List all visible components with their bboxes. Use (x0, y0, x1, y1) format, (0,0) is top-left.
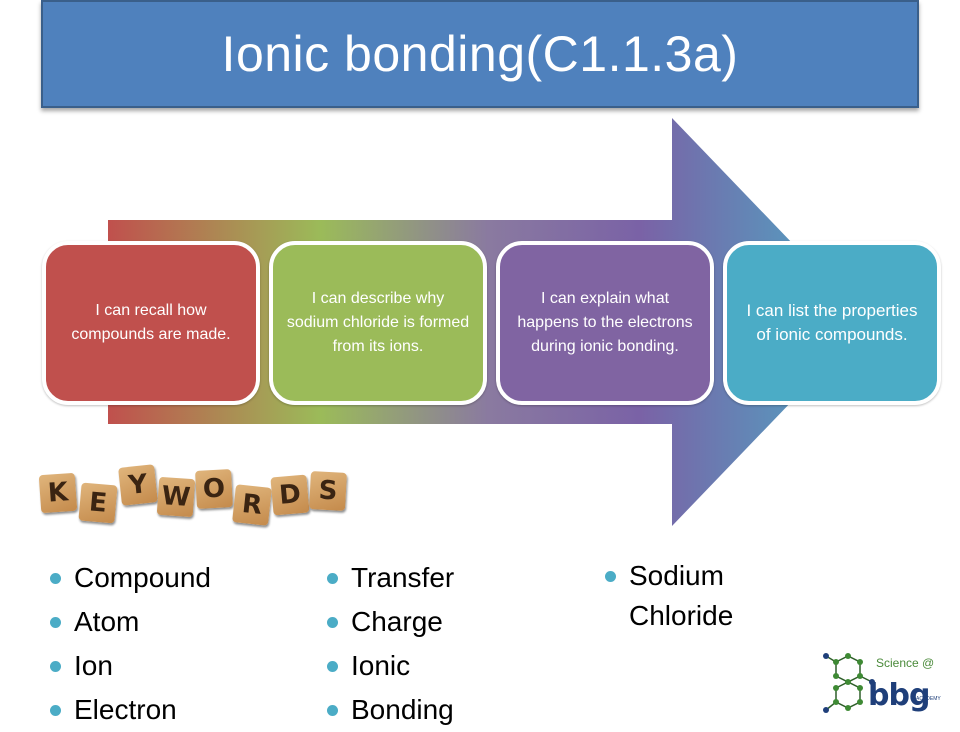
list-item: Transfer (327, 556, 454, 600)
logo-bbg-text: bbg (868, 678, 930, 713)
list-item: Sodium Chloride (605, 556, 805, 636)
list-item: Electron (50, 688, 211, 732)
list-item: Ion (50, 644, 211, 688)
list-item: Atom (50, 600, 211, 644)
logo-academy-text: ACADEMY (916, 696, 941, 702)
page-title: Ionic bonding(C1.1.3a) (221, 26, 739, 82)
list-item: Charge (327, 600, 454, 644)
keyword-list-2: Transfer Charge Ionic Bonding (327, 556, 454, 732)
keyword-tile: O (195, 469, 233, 509)
keyword-tile: R (232, 484, 272, 526)
keyword-list-1: Compound Atom Ion Electron (50, 556, 211, 732)
title-banner: Ionic bonding(C1.1.3a) (41, 0, 919, 108)
list-item: Bonding (327, 688, 454, 732)
objective-text: I can describe why sodium chloride is fo… (286, 290, 470, 355)
keyword-list-3: Sodium Chloride (605, 556, 805, 636)
objective-card-2: I can describe why sodium chloride is fo… (269, 241, 487, 405)
keyword-tile: Y (118, 464, 158, 506)
objective-card-3: I can explain what happens to the electr… (496, 241, 714, 405)
molecule-icon (823, 653, 875, 713)
keywords-banner: K E Y W O R D S (38, 462, 350, 532)
keyword-tile: D (270, 474, 310, 516)
keyword-tile: S (309, 471, 347, 511)
keyword-tile: E (78, 482, 118, 524)
objective-text: I can explain what happens to the electr… (517, 290, 693, 355)
objective-card-1: I can recall how compounds are made. (42, 241, 260, 405)
objective-text: I can recall how compounds are made. (71, 302, 231, 343)
keyword-tile: W (156, 476, 196, 518)
keyword-tile: K (38, 472, 78, 514)
objective-text: I can list the properties of ionic compo… (746, 301, 918, 344)
objective-card-4: I can list the properties of ionic compo… (723, 241, 941, 405)
list-item: Compound (50, 556, 211, 600)
school-logo: Science @ bbg ACADEMY (820, 644, 960, 720)
list-item: Ionic (327, 644, 454, 688)
logo-science-text: Science @ (876, 656, 935, 670)
